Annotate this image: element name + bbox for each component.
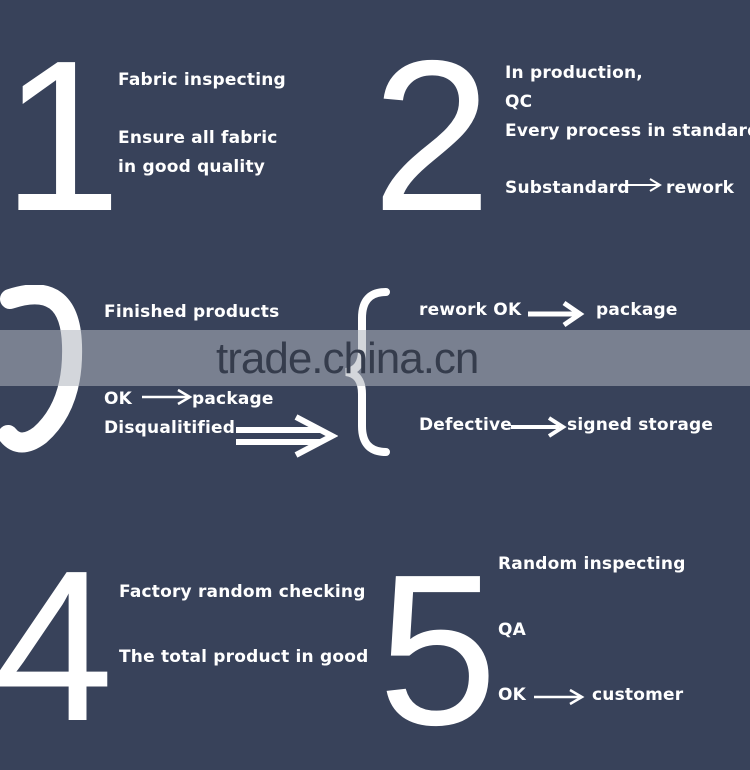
step-1-number: 1 <box>2 15 122 256</box>
step-5-title: Random inspecting <box>498 554 686 574</box>
step-3-ok-arrow-icon <box>142 388 193 406</box>
step-2-arrow-icon <box>622 178 662 192</box>
step-2-title: In production, <box>505 63 643 83</box>
step-2-line-3: Every process in standard <box>505 121 750 141</box>
step-3-big-arrow-icon <box>236 414 338 458</box>
step-5-qa: QA <box>498 620 527 640</box>
step-5-ok: OK <box>498 685 527 705</box>
step-4-title: Factory random checking <box>119 582 366 602</box>
branch-package: package <box>596 300 678 320</box>
step-5-arrow-icon <box>534 688 585 706</box>
step-3-package: package <box>192 389 274 409</box>
step-3-ok: OK <box>104 389 133 409</box>
branch-defective-arrow-icon <box>511 416 567 438</box>
watermark-text: trade.china.cn <box>216 334 479 383</box>
step-2-substandard: Substandard <box>505 178 630 198</box>
watermark-band <box>0 330 750 386</box>
step-3-disqualified: Disqualitified <box>104 418 236 438</box>
step-5-customer: customer <box>592 685 684 705</box>
branch-rework-ok: rework OK <box>419 300 522 320</box>
step-2-number: 2 <box>372 15 492 256</box>
step-1-title: Fabric inspecting <box>118 70 286 90</box>
step-5-number: 5 <box>378 529 498 770</box>
step-4-number: 4 <box>0 525 114 766</box>
branch-defective: Defective <box>419 415 513 435</box>
step-2-rework: rework <box>666 178 735 198</box>
step-2-qc: QC <box>505 92 533 112</box>
step-3-title: Finished products <box>104 302 280 322</box>
step-1-line-3: in good quality <box>118 157 266 177</box>
branch-rework-arrow-icon <box>528 300 585 328</box>
branch-signed-storage: signed storage <box>567 415 714 435</box>
step-1-line-2: Ensure all fabric <box>118 128 278 148</box>
step-4-line-2: The total product in good <box>119 647 369 667</box>
